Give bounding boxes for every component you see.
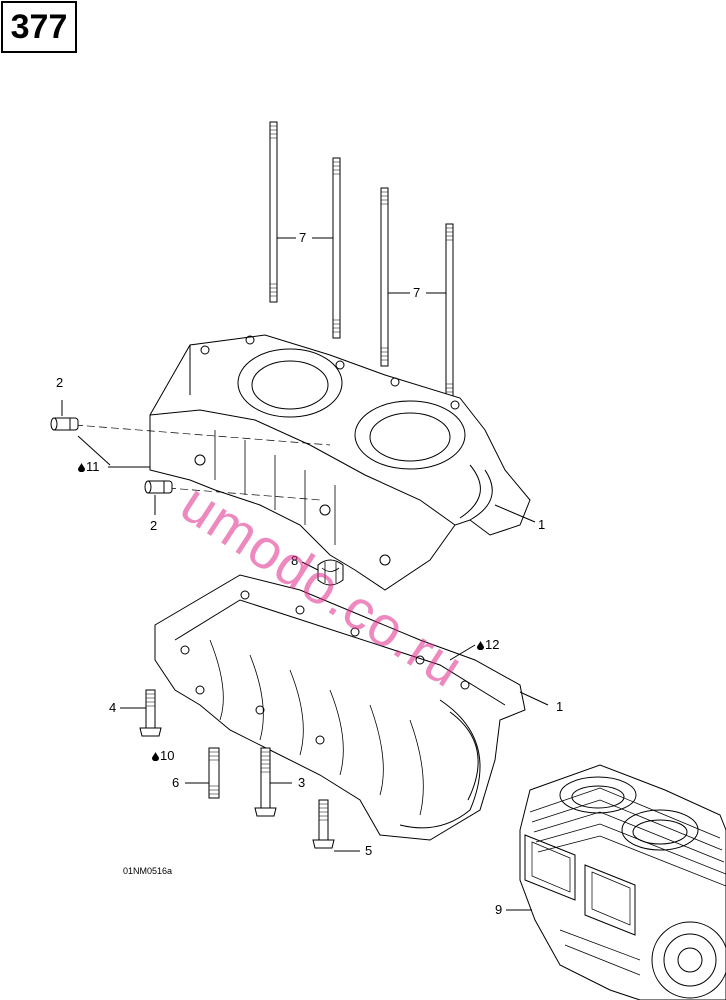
- page-number-box: 377: [1, 1, 77, 53]
- alignment-lines: [74, 424, 331, 501]
- lubricant-drop-icon: [78, 463, 85, 472]
- screw-5: [312, 799, 335, 849]
- lubricant-drop-icon: [152, 752, 159, 761]
- plug-2-a: [50, 417, 79, 431]
- stud-7-a: [269, 121, 278, 303]
- callout-5: 5: [365, 843, 373, 858]
- callout-12: 12: [477, 638, 499, 652]
- leader-1a: [494, 504, 536, 523]
- upper-crankcase: [149, 334, 531, 591]
- leader-11-diag: [77, 435, 111, 466]
- callout-9: 9: [495, 902, 503, 917]
- callout-3: 3: [298, 775, 306, 790]
- callout-4: 4: [109, 700, 117, 715]
- leader-1b: [519, 691, 549, 706]
- callout-10: 10: [152, 749, 174, 763]
- engine-assembly: [519, 764, 726, 1000]
- callout-2-a: 2: [56, 375, 64, 390]
- stud-6: [208, 747, 220, 799]
- stud-7-c: [380, 187, 389, 367]
- stud-7-b: [332, 157, 341, 339]
- callout-7-b: 7: [413, 285, 421, 300]
- drawing-code: 01NM0516a: [123, 866, 173, 876]
- callout-1-b: 1: [556, 699, 564, 714]
- page-number: 377: [10, 7, 68, 46]
- lubricant-drop-icon: [477, 641, 484, 650]
- callout-6: 6: [172, 775, 180, 790]
- leader-12: [449, 644, 476, 661]
- callout-11-text: 11: [86, 459, 100, 474]
- callout-2-b: 2: [150, 518, 158, 533]
- lower-crankcase: [154, 574, 526, 841]
- bushing-8: [317, 559, 344, 586]
- callout-11: 11: [78, 460, 100, 474]
- callout-1-a: 1: [538, 517, 546, 532]
- plug-2-b: [144, 480, 173, 494]
- stud-7-d: [445, 223, 454, 403]
- leader-8: [301, 561, 319, 571]
- callout-10-text: 10: [160, 748, 175, 763]
- callout-7-a: 7: [299, 230, 307, 245]
- screw-3: [254, 747, 277, 817]
- callout-12-text: 12: [485, 637, 500, 652]
- screw-4: [139, 689, 162, 737]
- callout-8: 8: [291, 553, 299, 568]
